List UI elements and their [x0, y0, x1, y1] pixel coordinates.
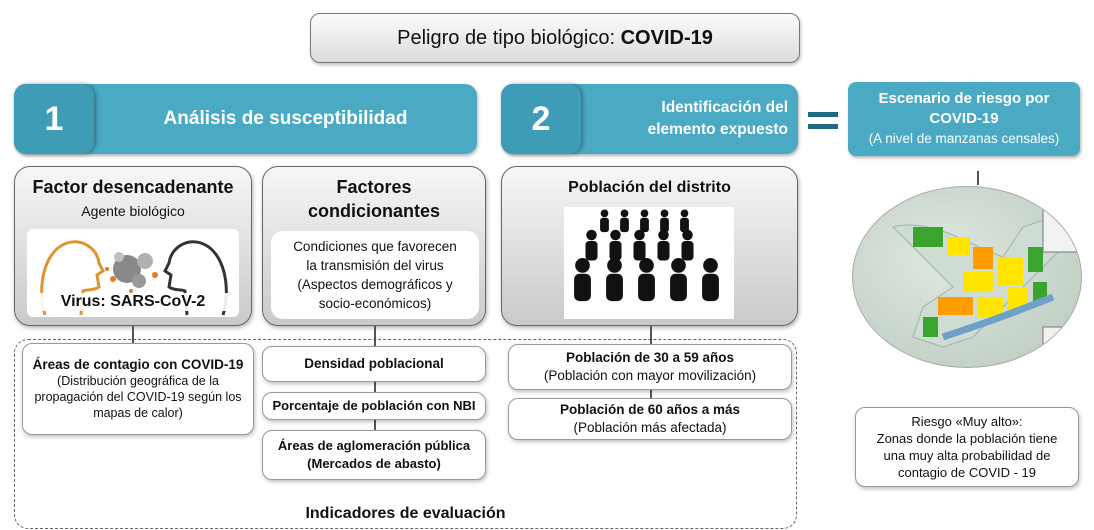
virus-image: Virus: SARS-CoV-2	[27, 229, 239, 317]
population-title: Población del distrito	[568, 179, 731, 196]
risk-note: Riesgo «Muy alto»: Zonas donde la poblac…	[855, 407, 1079, 487]
step2-label-line1: Identificación del	[661, 99, 788, 116]
indicator-contagion: Áreas de contagio con COVID-19 (Distribu…	[22, 343, 254, 435]
scenario-line2: COVID-19	[929, 110, 999, 127]
crowd-icon	[574, 209, 719, 302]
indicator-agglomeration: Áreas de aglomeración pública (Mercados …	[262, 430, 486, 480]
equals-symbol-text: =	[812, 100, 813, 101]
hazard-title-prefix: Peligro de tipo biológico:	[397, 26, 621, 49]
trigger-factor-subtitle: Agente biológico	[81, 203, 185, 219]
conditioning-description: Condiciones que favorecen la transmisión…	[271, 231, 479, 319]
step2-number-tab: 2	[501, 84, 581, 154]
connector-cond-3	[374, 420, 376, 430]
step1-number: 1	[44, 99, 64, 138]
risk-map	[852, 186, 1082, 368]
conditioning-desc-line1: Condiciones que favorecen	[293, 239, 457, 254]
trigger-factor-title: Factor desencadenante	[32, 177, 234, 197]
connector-population	[650, 326, 652, 344]
step1-number-tab: 1	[14, 84, 94, 154]
conditioning-desc-line4: socio-económicos)	[318, 296, 432, 311]
conditioning-desc-line3: (Aspectos demográficos y	[297, 277, 453, 292]
indicators-region	[14, 339, 797, 529]
conditioning-factors-box: Factores condicionantes Condiciones que …	[262, 166, 486, 326]
equals-icon	[808, 112, 838, 117]
indicator-pop-30-59: Población de 30 a 59 años (Población con…	[508, 344, 792, 390]
step2-number: 2	[531, 99, 551, 138]
connector-pop-2	[650, 390, 652, 398]
step1-label: Análisis de susceptibilidad	[163, 108, 408, 129]
contagion-title: Áreas de contagio con COVID-19	[32, 357, 244, 372]
risk-note-line3: una muy alta probabilidad de	[883, 448, 1051, 463]
indicators-footer: Indicadores de evaluación	[305, 505, 506, 522]
hazard-name: COVID-19	[620, 26, 713, 49]
pop-60-desc: (Población más afectada)	[573, 420, 727, 435]
pop-60-title: Población de 60 años a más	[559, 402, 741, 417]
indicator-pop-60: Población de 60 años a más (Población má…	[508, 398, 792, 440]
connector-trigger	[132, 326, 134, 343]
risk-note-line4: contagio de COVID - 19	[897, 465, 1037, 480]
equals-icon-bar2	[808, 124, 838, 129]
connector-conditioning	[374, 326, 376, 346]
crowd-image	[564, 207, 734, 319]
conditioning-title-line2: condicionantes	[307, 201, 441, 221]
risk-map-graphic	[892, 206, 1081, 367]
connector-cond-2	[374, 382, 376, 392]
scenario-line3: (A nivel de manzanas censales)	[868, 131, 1060, 146]
scenario-map-tick	[977, 171, 979, 185]
risk-note-line1: Riesgo «Muy alto»:	[911, 414, 1023, 429]
contagion-desc2: propagación del COVID-19 según los	[34, 390, 242, 404]
hazard-title: Peligro de tipo biológico: COVID-19	[310, 13, 800, 63]
conditioning-title: Factores condicionantes	[263, 175, 485, 223]
pop-30-59-desc: (Población con mayor movilización)	[543, 368, 757, 383]
scenario-box: Escenario de riesgo por COVID-19 (A nive…	[848, 82, 1080, 156]
contagion-desc3: mapas de calor)	[93, 406, 183, 420]
conditioning-desc-line2: la transmisión del virus	[306, 258, 444, 273]
risk-note-line2: Zonas donde la población tiene	[876, 431, 1058, 446]
agglomeration-line2: (Mercados de abasto)	[307, 456, 441, 471]
indicator-density: Densidad poblacional	[262, 346, 486, 382]
virus-illustration	[40, 240, 228, 316]
contagion-desc1: (Distribución geográfica de la	[57, 374, 219, 388]
conditioning-title-line1: Factores	[336, 177, 412, 197]
step2-label-line2: elemento expuesto	[647, 121, 788, 138]
population-box: Población del distrito	[501, 166, 798, 326]
virus-label: Virus: SARS-CoV-2	[27, 293, 239, 311]
agglomeration-line1: Áreas de aglomeración pública	[277, 438, 471, 453]
indicator-nbi: Porcentaje de población con NBI	[262, 392, 486, 420]
trigger-factor-box: Factor desencadenante Agente biológico V…	[14, 166, 252, 326]
pop-30-59-title: Población de 30 a 59 años	[565, 350, 735, 365]
scenario-line1: Escenario de riesgo por	[878, 90, 1050, 107]
